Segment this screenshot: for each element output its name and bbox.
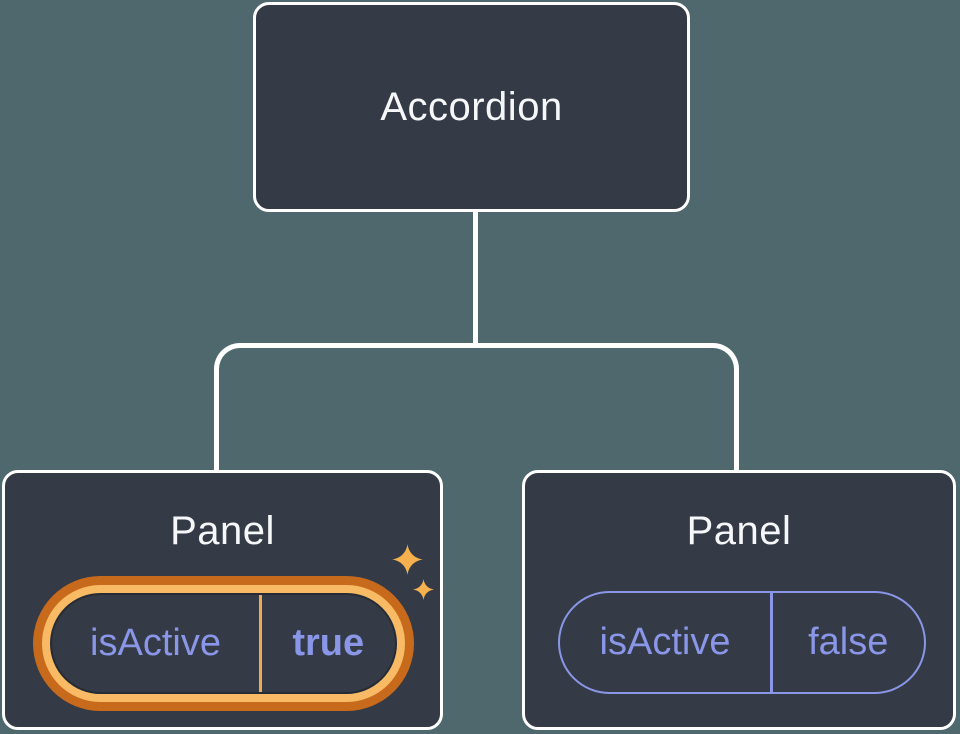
state-pill-active-glow: isActive true — [33, 576, 414, 711]
state-value-label: true — [292, 622, 365, 664]
panel-right-label: Panel — [686, 509, 792, 553]
state-pill-active: isActive true — [50, 593, 397, 694]
state-pill-active-ring: isActive true — [42, 585, 405, 702]
component-box-panel-left: Panel isActive true — [2, 470, 443, 730]
panel-left-label: Panel — [170, 509, 275, 553]
sparkle-icon-small — [413, 579, 434, 600]
pill-divider — [259, 595, 262, 692]
sparkle-icon-large — [392, 544, 423, 575]
state-key-label: isActive — [599, 621, 731, 663]
state-value-label: false — [808, 621, 889, 663]
connector-branch-line — [214, 343, 739, 471]
accordion-label: Accordion — [380, 84, 563, 129]
pill-divider — [770, 593, 773, 692]
connector-trunk-line — [473, 211, 478, 345]
component-box-accordion: Accordion — [253, 2, 690, 212]
state-key-label: isActive — [90, 622, 221, 664]
component-box-panel-right: Panel isActive false — [522, 470, 956, 730]
state-pill-inactive: isActive false — [558, 591, 926, 694]
